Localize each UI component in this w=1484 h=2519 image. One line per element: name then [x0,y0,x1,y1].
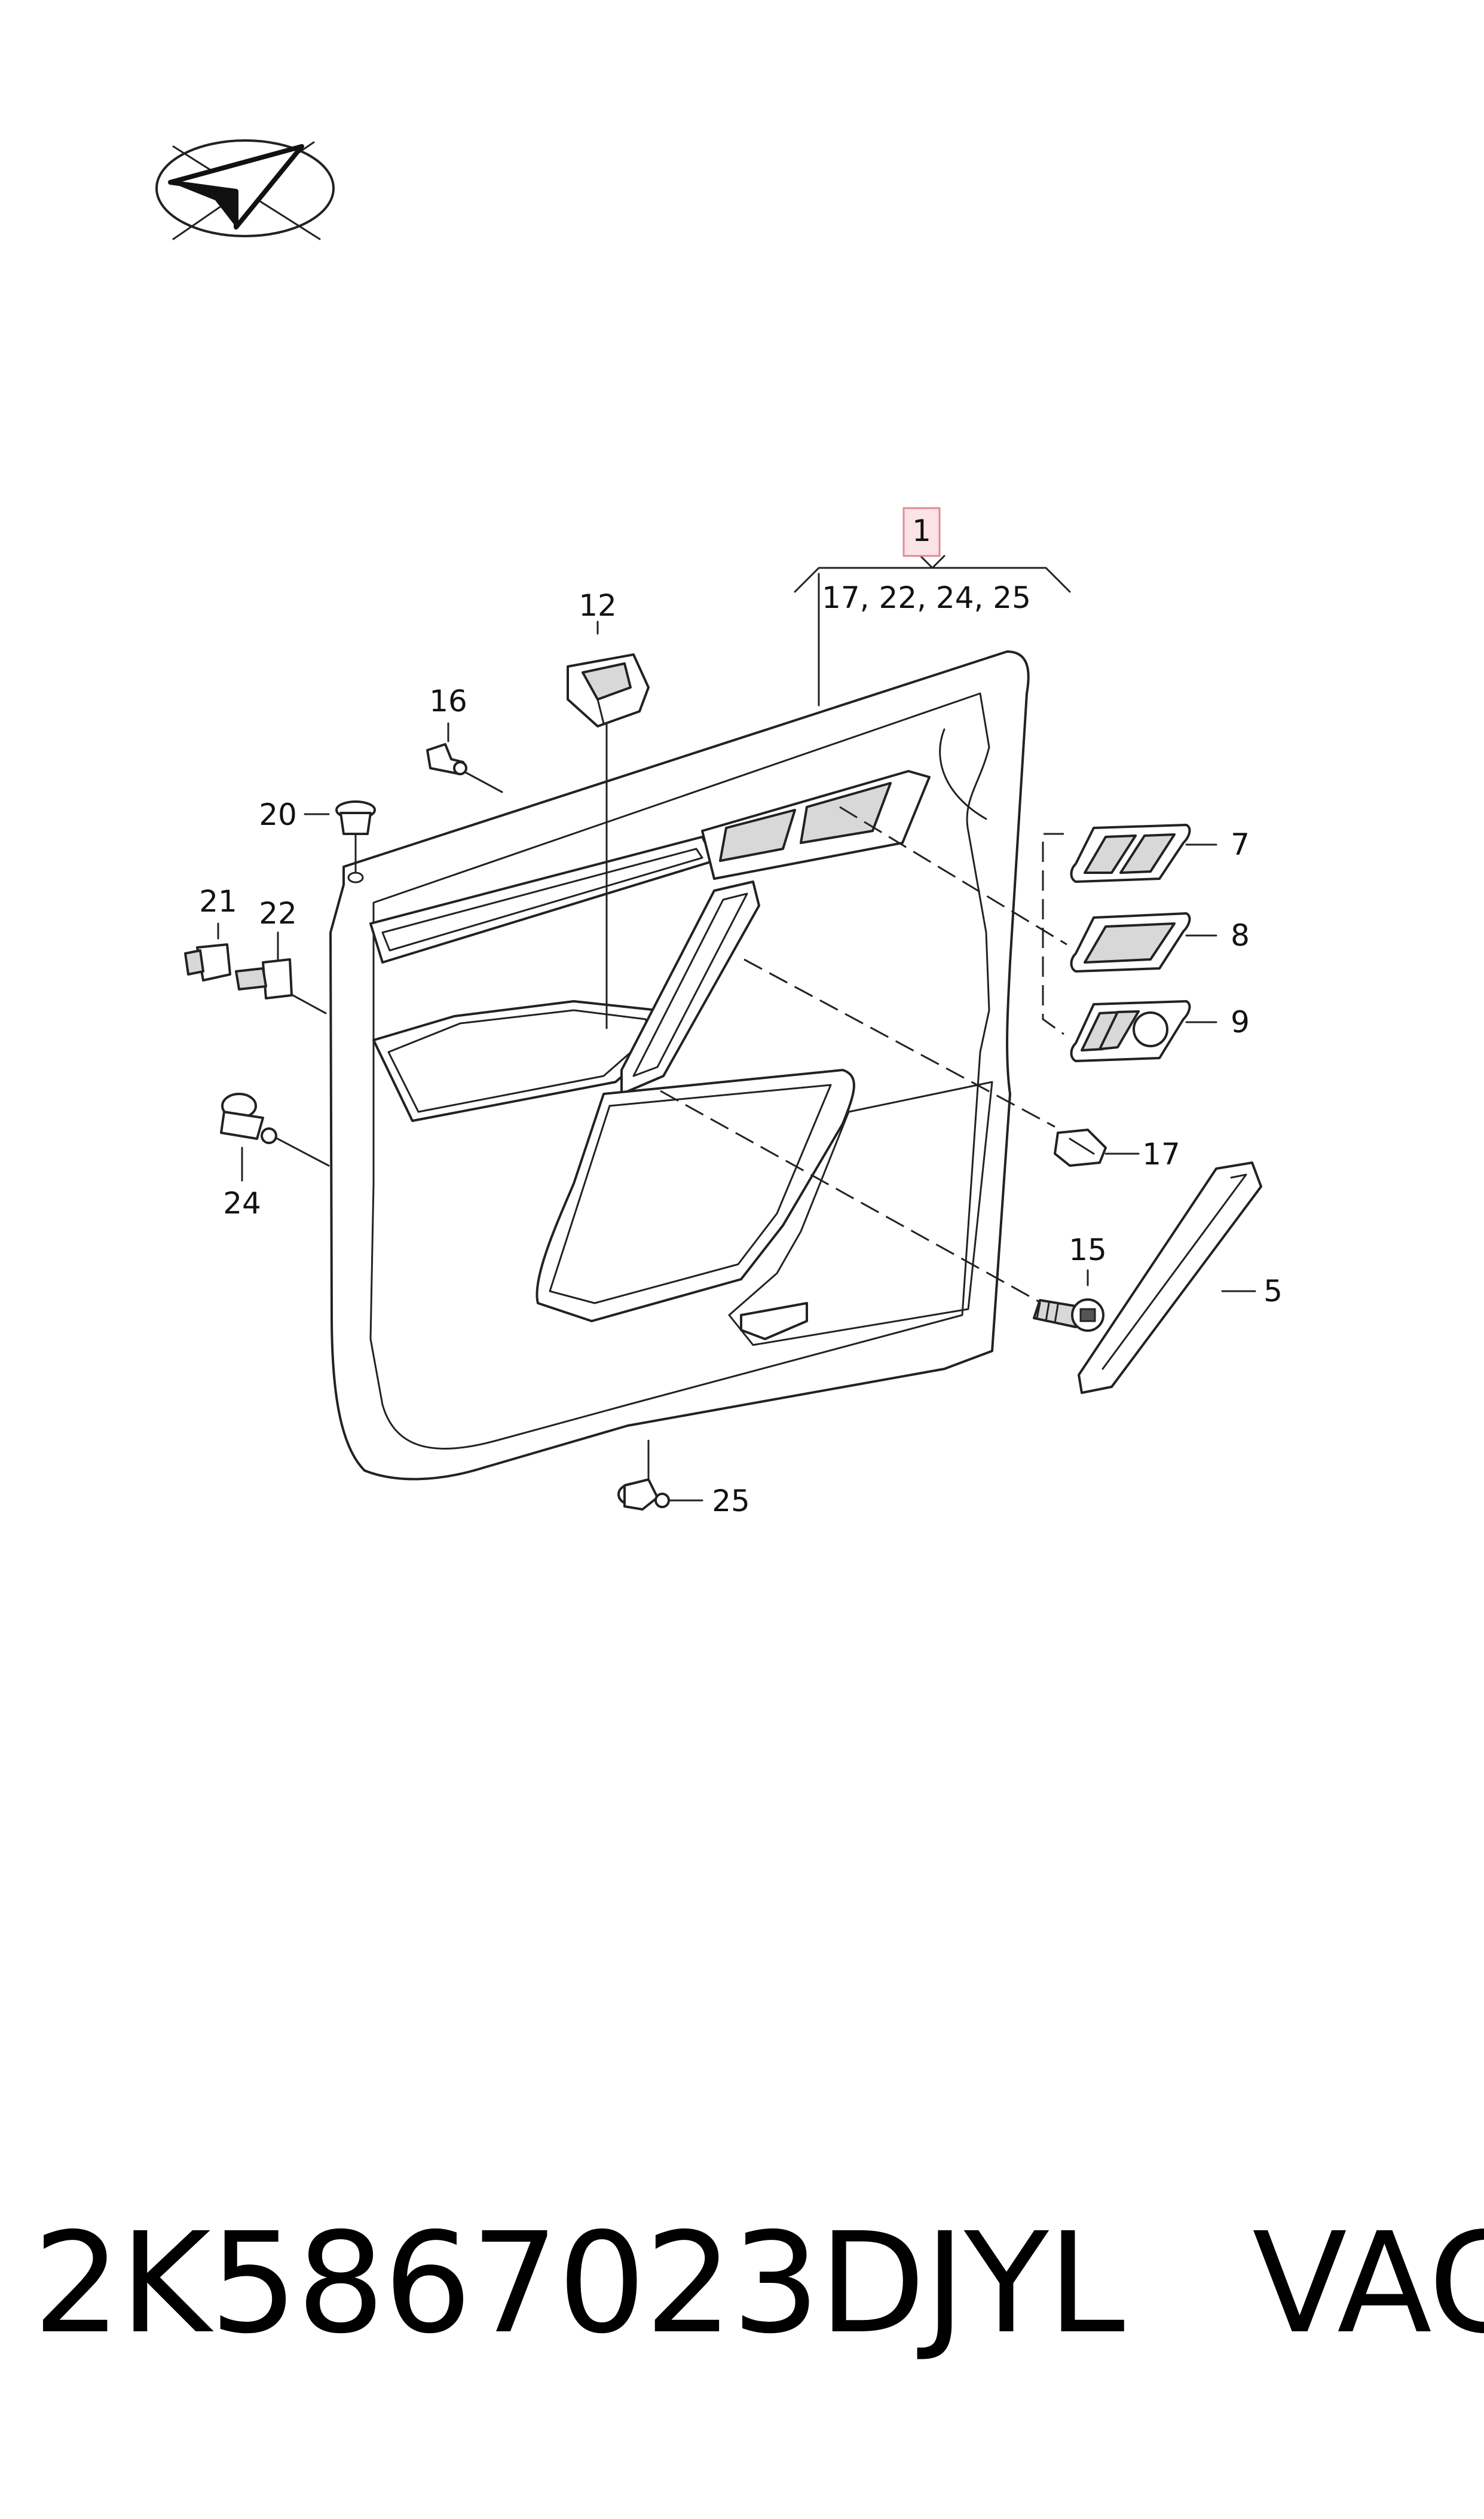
part-7-cover [1070,824,1191,883]
callout-15: 15 [1069,1233,1107,1267]
callout-7: 7 [1231,827,1250,862]
callout-12: 12 [579,588,617,623]
part-16-pin [426,743,467,775]
callout-20: 20 [259,797,297,832]
clip-hole [347,872,364,884]
orientation-arrow-icon [155,139,335,240]
callout-8: 8 [1231,918,1250,953]
part-21-clip [184,943,231,982]
part-25-clip [617,1478,670,1511]
callout-21: 21 [199,884,237,919]
callout-25: 25 [712,1484,750,1518]
callout-1-highlight [902,507,941,557]
callout-1-sub: 17, 22, 24, 25 [822,580,1031,615]
part-15-screw [1033,1298,1104,1332]
caption-gap [1124,2203,1252,2364]
door-trim-panel [329,650,1030,1481]
part-number-caption: 2K5867023DJYL VAG [33,2206,1484,2361]
part-24-clip [220,1093,277,1144]
brand-name: VAG [1252,2203,1484,2364]
part-8-cover [1070,912,1191,973]
part-12-switch-holder [567,653,650,727]
part-5-trim-strip [1078,1161,1262,1394]
callout-24: 24 [223,1186,261,1221]
callout-17: 17 [1142,1137,1180,1172]
callout-labels: 1 17, 22, 24, 25 12 16 20 21 22 24 25 7 … [199,513,1283,1518]
callout-5: 5 [1263,1274,1283,1309]
part-17-clip [1054,1129,1107,1167]
callout-9: 9 [1231,1005,1250,1040]
part-22-clip [235,958,293,999]
part-9-cover [1070,1000,1191,1062]
part-20-clip [335,800,376,835]
callout-1: 1 [912,513,931,548]
leader-lines [217,555,1256,1502]
callout-22: 22 [259,896,297,931]
callout-16: 16 [429,684,467,719]
part-number: 2K5867023DJYL [33,2203,1125,2364]
